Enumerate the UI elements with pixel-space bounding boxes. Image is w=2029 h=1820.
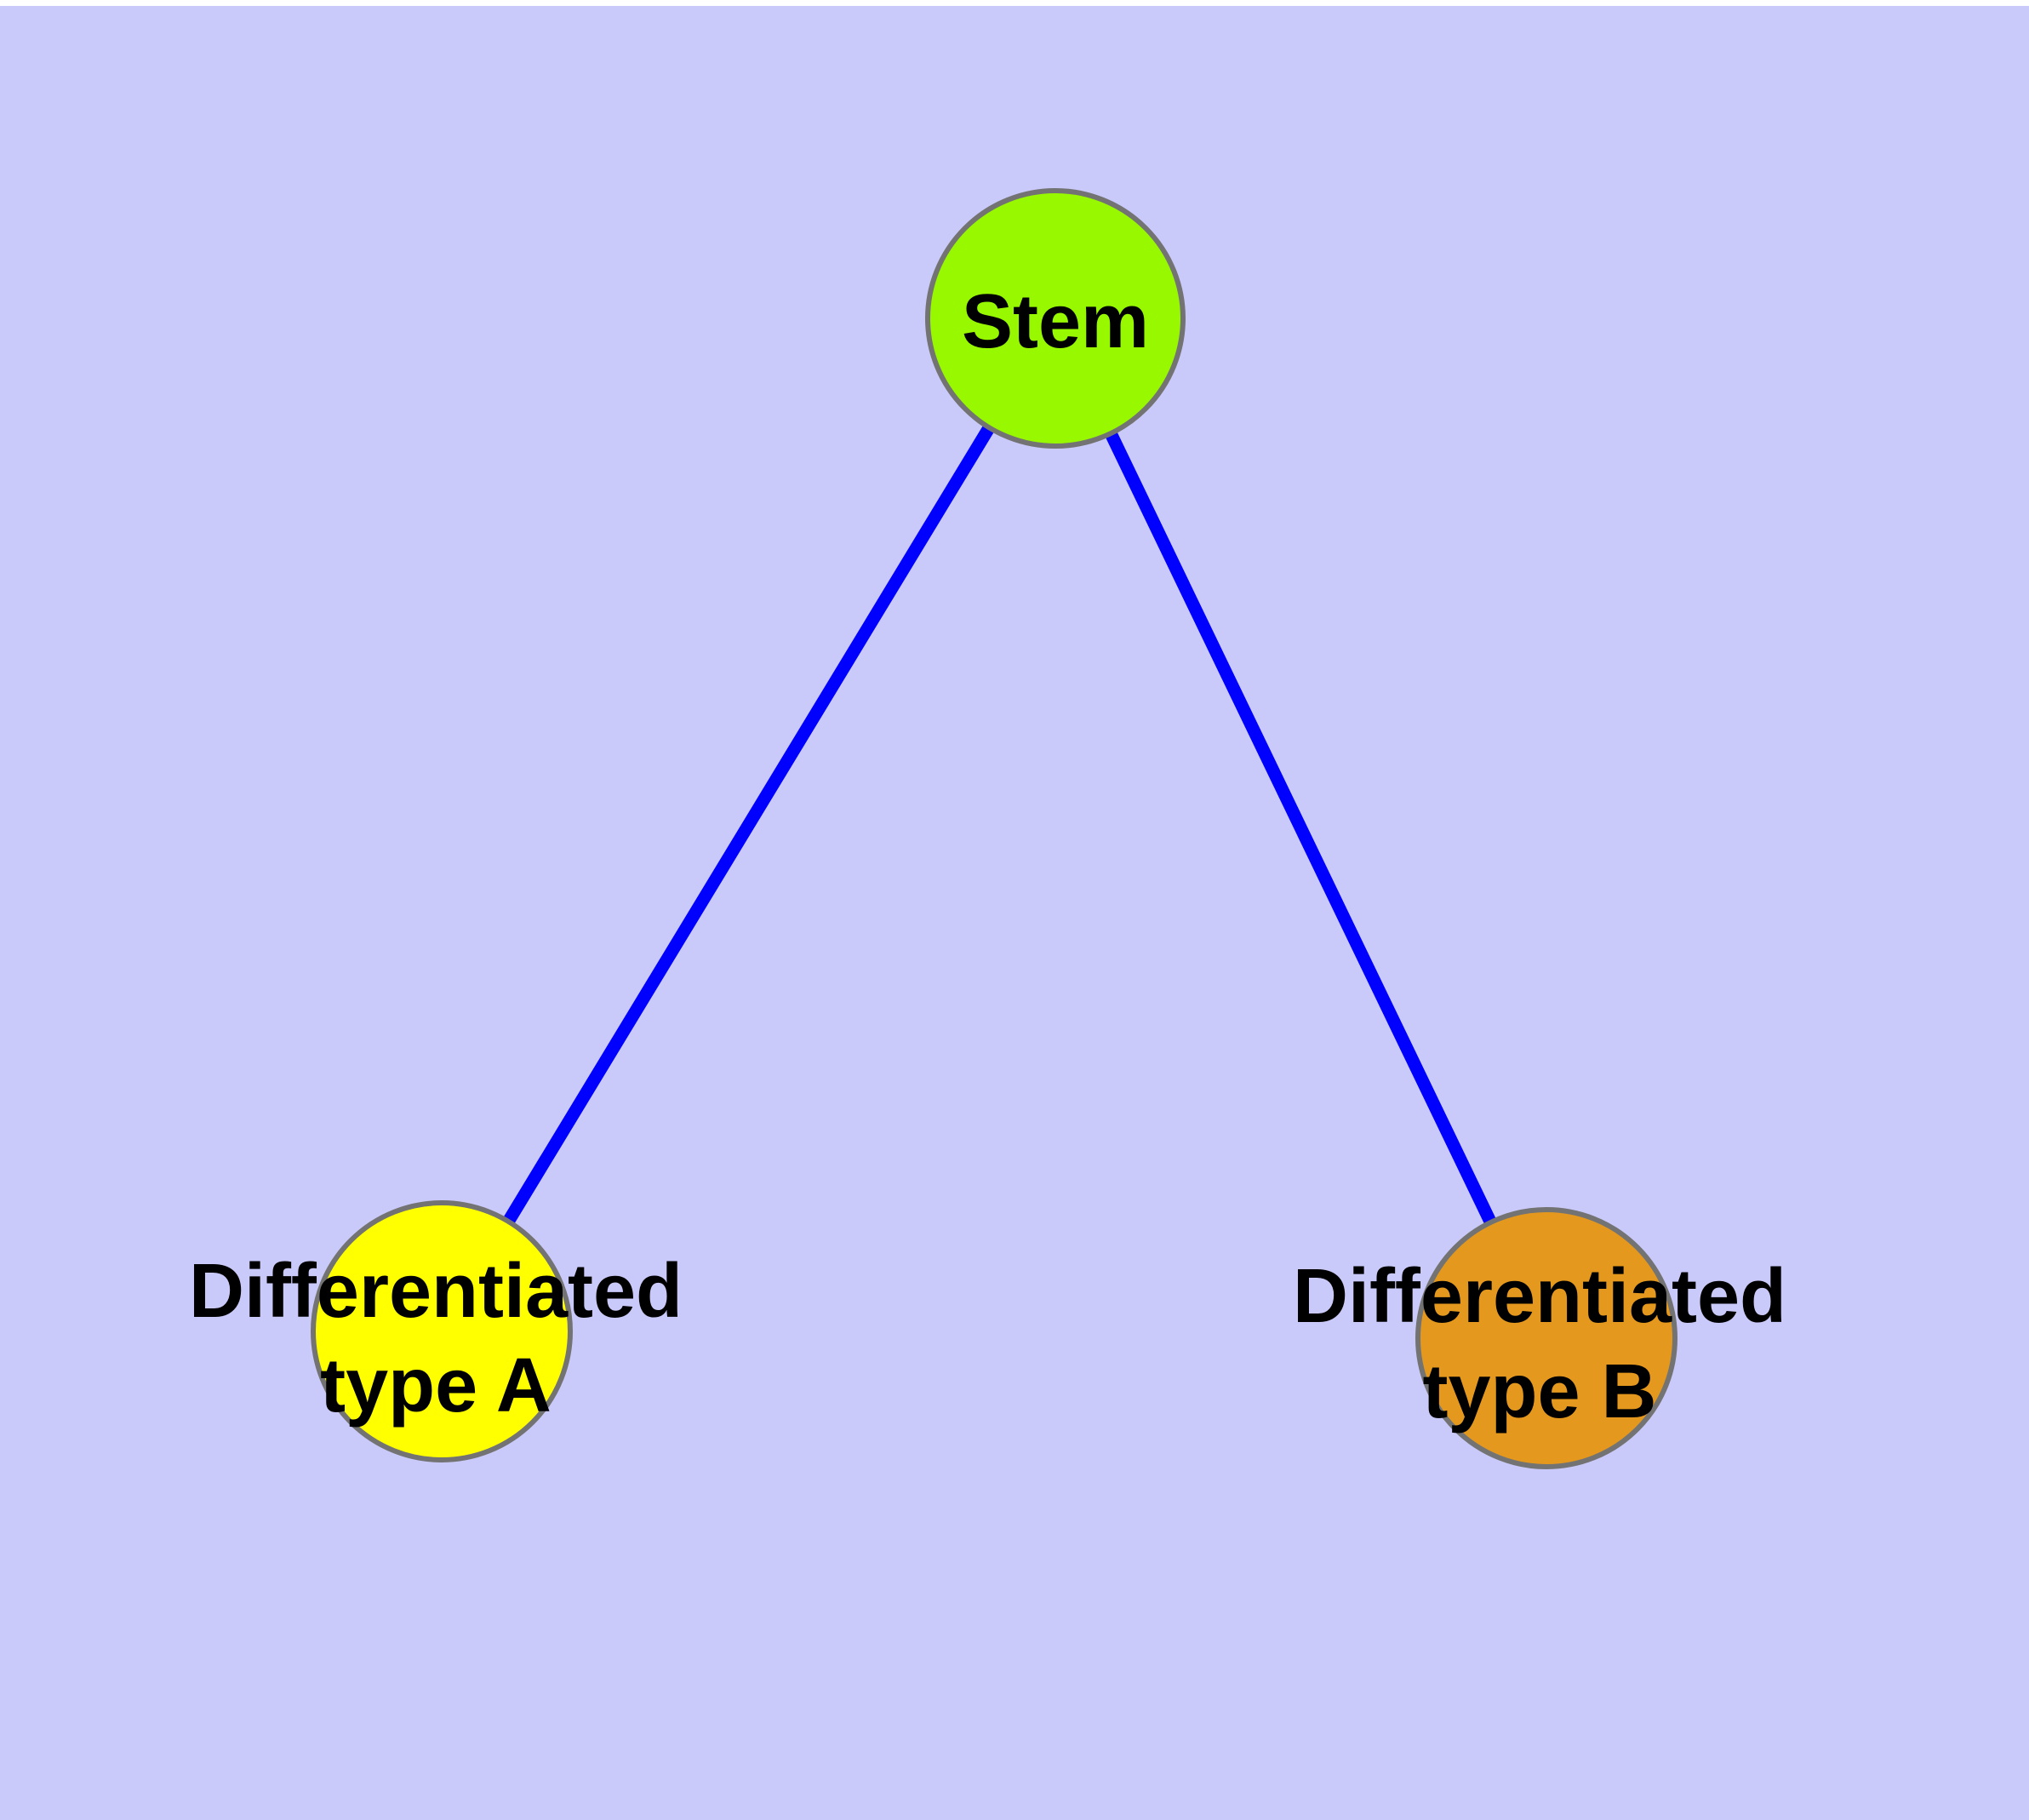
- edge-stem-to-type-b: [1049, 315, 1552, 1342]
- type-b-node-label-line1: Differentiated: [1293, 1254, 1786, 1339]
- type-a-node-circle: [311, 1200, 573, 1462]
- node-differentiated-type-b: Differentiated type B: [1293, 1207, 1786, 1469]
- type-a-node-label-line2: type A: [320, 1343, 552, 1428]
- node-stem: Stem: [925, 188, 1186, 449]
- type-b-node-label-line2: type B: [1422, 1349, 1656, 1434]
- type-a-node-label-line1: Differentiated: [189, 1249, 683, 1334]
- edge-stem-to-type-a: [436, 315, 1061, 1335]
- node-differentiated-type-a: Differentiated type A: [189, 1200, 683, 1462]
- stem-node-circle: [925, 188, 1186, 449]
- type-b-node-circle: [1415, 1207, 1677, 1469]
- stem-node-label: Stem: [962, 279, 1149, 364]
